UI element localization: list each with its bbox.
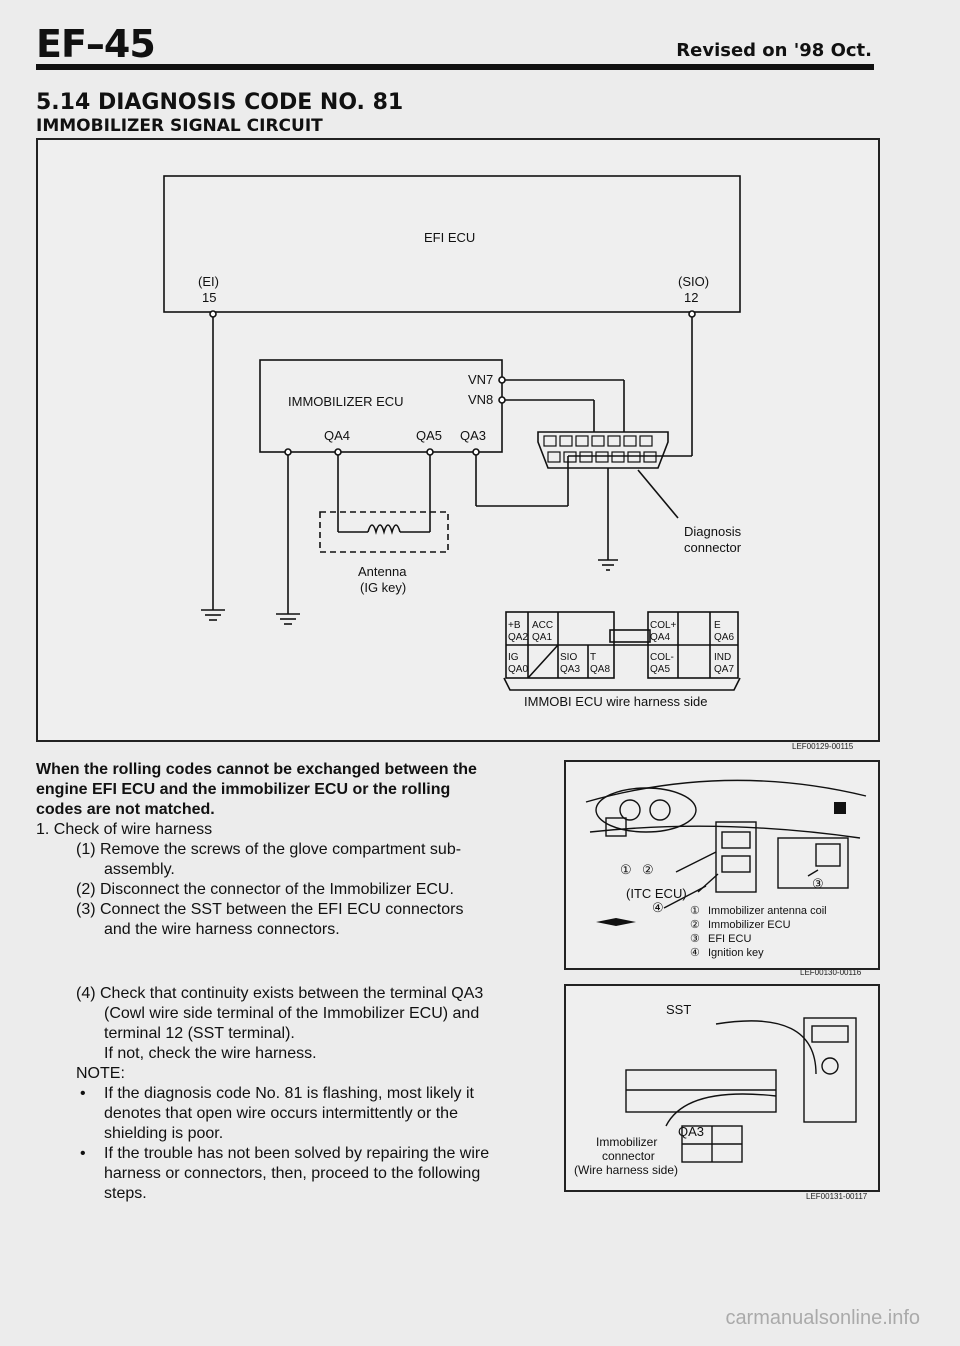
sst-figure: SST QA3 Immobilizer connector (Wire harn… (564, 984, 880, 1192)
step-1-3b: and the wire harness connectors. (104, 921, 340, 938)
legend-num-1: ① (690, 905, 700, 917)
callout-1: ① (620, 862, 632, 877)
legend-2: Immobilizer ECU (708, 919, 791, 931)
connector-label: connector (684, 540, 742, 555)
dashboard-svg: ① ② ③ ④ (ITC ECU) ① Immobilizer antenna … (585, 779, 867, 959)
header-rule (36, 64, 874, 70)
code-qa8: QA8 (590, 664, 610, 675)
diagnosis-label: Diagnosis (684, 524, 742, 539)
section-title: 5.14 DIAGNOSIS CODE NO. 81 (36, 90, 404, 115)
legend-num-3: ③ (690, 933, 700, 945)
pin-ind: IND (714, 652, 731, 663)
pin-e: E (714, 620, 721, 631)
immobilizer-ecu-box (259, 359, 503, 453)
step-1: 1. Check of wire harness (36, 821, 213, 838)
ig-key-label: (IG key) (360, 580, 406, 595)
step-1-4d: If not, check the wire harness. (104, 1045, 317, 1062)
circuit-diagram: +B ACC COL+ E QA2 QA1 QA4 QA6 IG SIO T C… (36, 138, 880, 742)
bullet-2c: steps. (104, 1185, 147, 1202)
code-qa2: QA2 (508, 632, 528, 643)
callout-4: ④ (652, 900, 664, 915)
ei-pin: 15 (202, 290, 216, 305)
bullet-1b: denotes that open wire occurs intermitte… (104, 1105, 458, 1122)
qa4-label: QA4 (324, 428, 350, 443)
efi-ecu-label: EFI ECU (424, 230, 475, 245)
legend-3: EFI ECU (708, 933, 751, 945)
step-1-4a: (4) Check that continuity exists between… (76, 985, 484, 1002)
bullet-1c: shielding is poor. (104, 1125, 224, 1142)
sio-label: (SIO) (678, 274, 709, 289)
bullet-1-dot: • (80, 1085, 86, 1102)
qa5-label: QA5 (416, 428, 442, 443)
step-1-3a: (3) Connect the SST between the EFI ECU … (76, 901, 464, 918)
code-qa1: QA1 (532, 632, 552, 643)
bullet-2b: harness or connectors, then, proceed to … (104, 1165, 481, 1182)
vn8-label: VN8 (468, 392, 493, 407)
key-icon (596, 918, 636, 926)
pin-b: +B (508, 620, 521, 631)
pin-colp: COL+ (650, 620, 677, 631)
lead-line-2: engine EFI ECU and the immobilizer ECU o… (36, 781, 451, 798)
dashboard-figure: ① ② ③ ④ (ITC ECU) ① Immobilizer antenna … (564, 760, 880, 970)
code-qa4: QA4 (650, 632, 670, 643)
sst-svg: SST QA3 Immobilizer connector (Wire harn… (574, 1002, 857, 1177)
step-1-1a: (1) Remove the screws of the glove compa… (76, 841, 462, 858)
pin-acc: ACC (532, 620, 553, 631)
code-qa6: QA6 (714, 632, 734, 643)
sst-label: SST (666, 1002, 691, 1017)
antenna-label: Antenna (358, 564, 407, 579)
code-qa7: QA7 (714, 664, 734, 675)
vn7-label: VN7 (468, 372, 493, 387)
pin-sio: SIO (560, 652, 577, 663)
footer-watermark: carmanualsonline.info (725, 1307, 920, 1329)
callout-2: ② (642, 862, 654, 877)
conn-label: connector (602, 1149, 655, 1163)
pin-t: T (590, 652, 596, 663)
pin-colm: COL- (650, 652, 674, 663)
legend-num-4: ④ (690, 947, 700, 959)
ei-label: (EI) (198, 274, 219, 289)
sio-pin: 12 (684, 290, 698, 305)
sst-box (625, 1069, 777, 1113)
legend-num-2: ② (690, 919, 700, 931)
callout-3: ③ (812, 876, 824, 891)
multimeter (803, 1017, 857, 1123)
figure2-id: LEF00130-00116 (800, 968, 862, 977)
pin-ig: IG (508, 652, 519, 663)
diagnosis-connector-shape (537, 431, 669, 469)
code-qa3: QA3 (560, 664, 580, 675)
step-1-4b: (Cowl wire side terminal of the Immobili… (104, 1005, 480, 1022)
bullet-2-dot: • (80, 1145, 86, 1162)
efi-ecu-box (163, 175, 741, 313)
note-label: NOTE: (76, 1065, 125, 1082)
wire-side-label: (Wire harness side) (574, 1163, 678, 1177)
bullet-2a: If the trouble has not been solved by re… (104, 1145, 490, 1162)
lead-line-1: When the rolling codes cannot be exchang… (36, 761, 477, 778)
figure3-id: LEF00131-00117 (806, 1192, 868, 1201)
section-subtitle: IMMOBILIZER SIGNAL CIRCUIT (36, 116, 323, 136)
harness-caption: IMMOBI ECU wire harness side (524, 694, 708, 709)
legend-1: Immobilizer antenna coil (708, 905, 827, 917)
circuit-svg: +B ACC COL+ E QA2 QA1 QA4 QA6 IG SIO T C… (163, 175, 742, 709)
code-qa5: QA5 (650, 664, 670, 675)
itc-ecu-label: (ITC ECU) (626, 886, 687, 901)
step-1-2: (2) Disconnect the connector of the Immo… (76, 881, 454, 898)
figure1-id: LEF00129-00115 (792, 742, 854, 751)
step-1-4c: terminal 12 (SST terminal). (104, 1025, 295, 1042)
imm-label: Immobilizer (596, 1135, 657, 1149)
revision-note: Revised on '98 Oct. (676, 40, 872, 61)
pin-labels: +B ACC COL+ E QA2 QA1 QA4 QA6 IG SIO T C… (508, 620, 734, 675)
immobilizer-ecu-label: IMMOBILIZER ECU (288, 394, 404, 409)
step-1-1b: assembly. (104, 861, 175, 878)
page-code: EF–45 (36, 22, 156, 66)
legend-4: Ignition key (708, 947, 764, 959)
code-qa0: QA0 (508, 664, 528, 675)
bullet-1a: If the diagnosis code No. 81 is flashing… (104, 1085, 474, 1102)
lead-line-3: codes are not matched. (36, 801, 215, 818)
qa3-fig-label: QA3 (678, 1124, 704, 1139)
qa3-label: QA3 (460, 428, 486, 443)
